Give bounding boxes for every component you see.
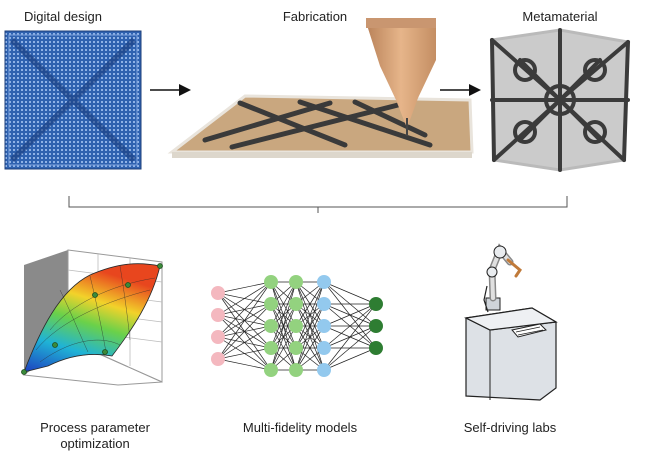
nn-edge bbox=[323, 347, 377, 371]
nn-edge bbox=[217, 303, 272, 360]
nn-node bbox=[289, 319, 303, 333]
digital-design-label: Digital design bbox=[23, 9, 103, 24]
nn-node bbox=[317, 363, 331, 377]
bracket bbox=[68, 196, 568, 213]
nn-node bbox=[317, 341, 331, 355]
nn-node bbox=[289, 363, 303, 377]
nn-edge bbox=[217, 347, 272, 360]
optimization-surface-plot bbox=[21, 249, 163, 386]
nn-edge bbox=[295, 325, 325, 371]
nn-edge bbox=[323, 303, 377, 349]
nn-edge bbox=[323, 325, 377, 371]
nn-node bbox=[317, 319, 331, 333]
nn-edge bbox=[217, 358, 272, 371]
nn-edge bbox=[270, 281, 297, 371]
nn-edge bbox=[217, 281, 272, 360]
nn-node bbox=[211, 330, 225, 344]
nn-edge bbox=[323, 303, 377, 371]
nn-edge bbox=[295, 303, 325, 371]
nn-edge bbox=[323, 303, 377, 327]
fabrication-label: Fabrication bbox=[282, 9, 348, 24]
nn-node bbox=[369, 319, 383, 333]
metamaterial-image bbox=[490, 28, 630, 172]
nn-edge bbox=[217, 281, 272, 316]
nn-node bbox=[264, 341, 278, 355]
nn-edge bbox=[270, 281, 297, 349]
nn-node bbox=[317, 275, 331, 289]
multifidelity-label: Multi-fidelity models bbox=[242, 420, 358, 435]
self-driving-lab-robot bbox=[464, 243, 558, 401]
process-label-line2: optimization bbox=[60, 436, 130, 451]
fabrication-image bbox=[167, 18, 474, 158]
nn-node bbox=[317, 297, 331, 311]
nn-node bbox=[289, 341, 303, 355]
nn-node bbox=[289, 275, 303, 289]
neural-network-nodes bbox=[211, 275, 383, 377]
robot-tray bbox=[511, 323, 547, 338]
nn-node bbox=[211, 286, 225, 300]
nn-edge bbox=[323, 281, 377, 305]
nn-node bbox=[264, 275, 278, 289]
nn-edge bbox=[295, 281, 325, 371]
nn-edge bbox=[270, 303, 297, 371]
nn-node bbox=[264, 297, 278, 311]
nn-node bbox=[211, 308, 225, 322]
digital-design-image bbox=[4, 30, 142, 170]
nn-node bbox=[289, 297, 303, 311]
nn-node bbox=[264, 363, 278, 377]
nn-edge bbox=[217, 281, 272, 294]
process-optimization-label: Process parameter optimization bbox=[20, 420, 170, 452]
nn-edge bbox=[217, 325, 272, 360]
nn-edge bbox=[270, 281, 297, 327]
nn-node bbox=[264, 319, 278, 333]
nn-node bbox=[211, 352, 225, 366]
process-label-line1: Process parameter bbox=[40, 420, 150, 435]
nn-edge bbox=[295, 281, 325, 327]
metamaterial-label: Metamaterial bbox=[522, 9, 598, 24]
selfdriving-label: Self-driving labs bbox=[463, 420, 557, 435]
nn-edge bbox=[295, 281, 325, 349]
nn-edge bbox=[270, 325, 297, 371]
nn-node bbox=[369, 341, 383, 355]
nn-edge bbox=[217, 281, 272, 338]
nn-node bbox=[369, 297, 383, 311]
